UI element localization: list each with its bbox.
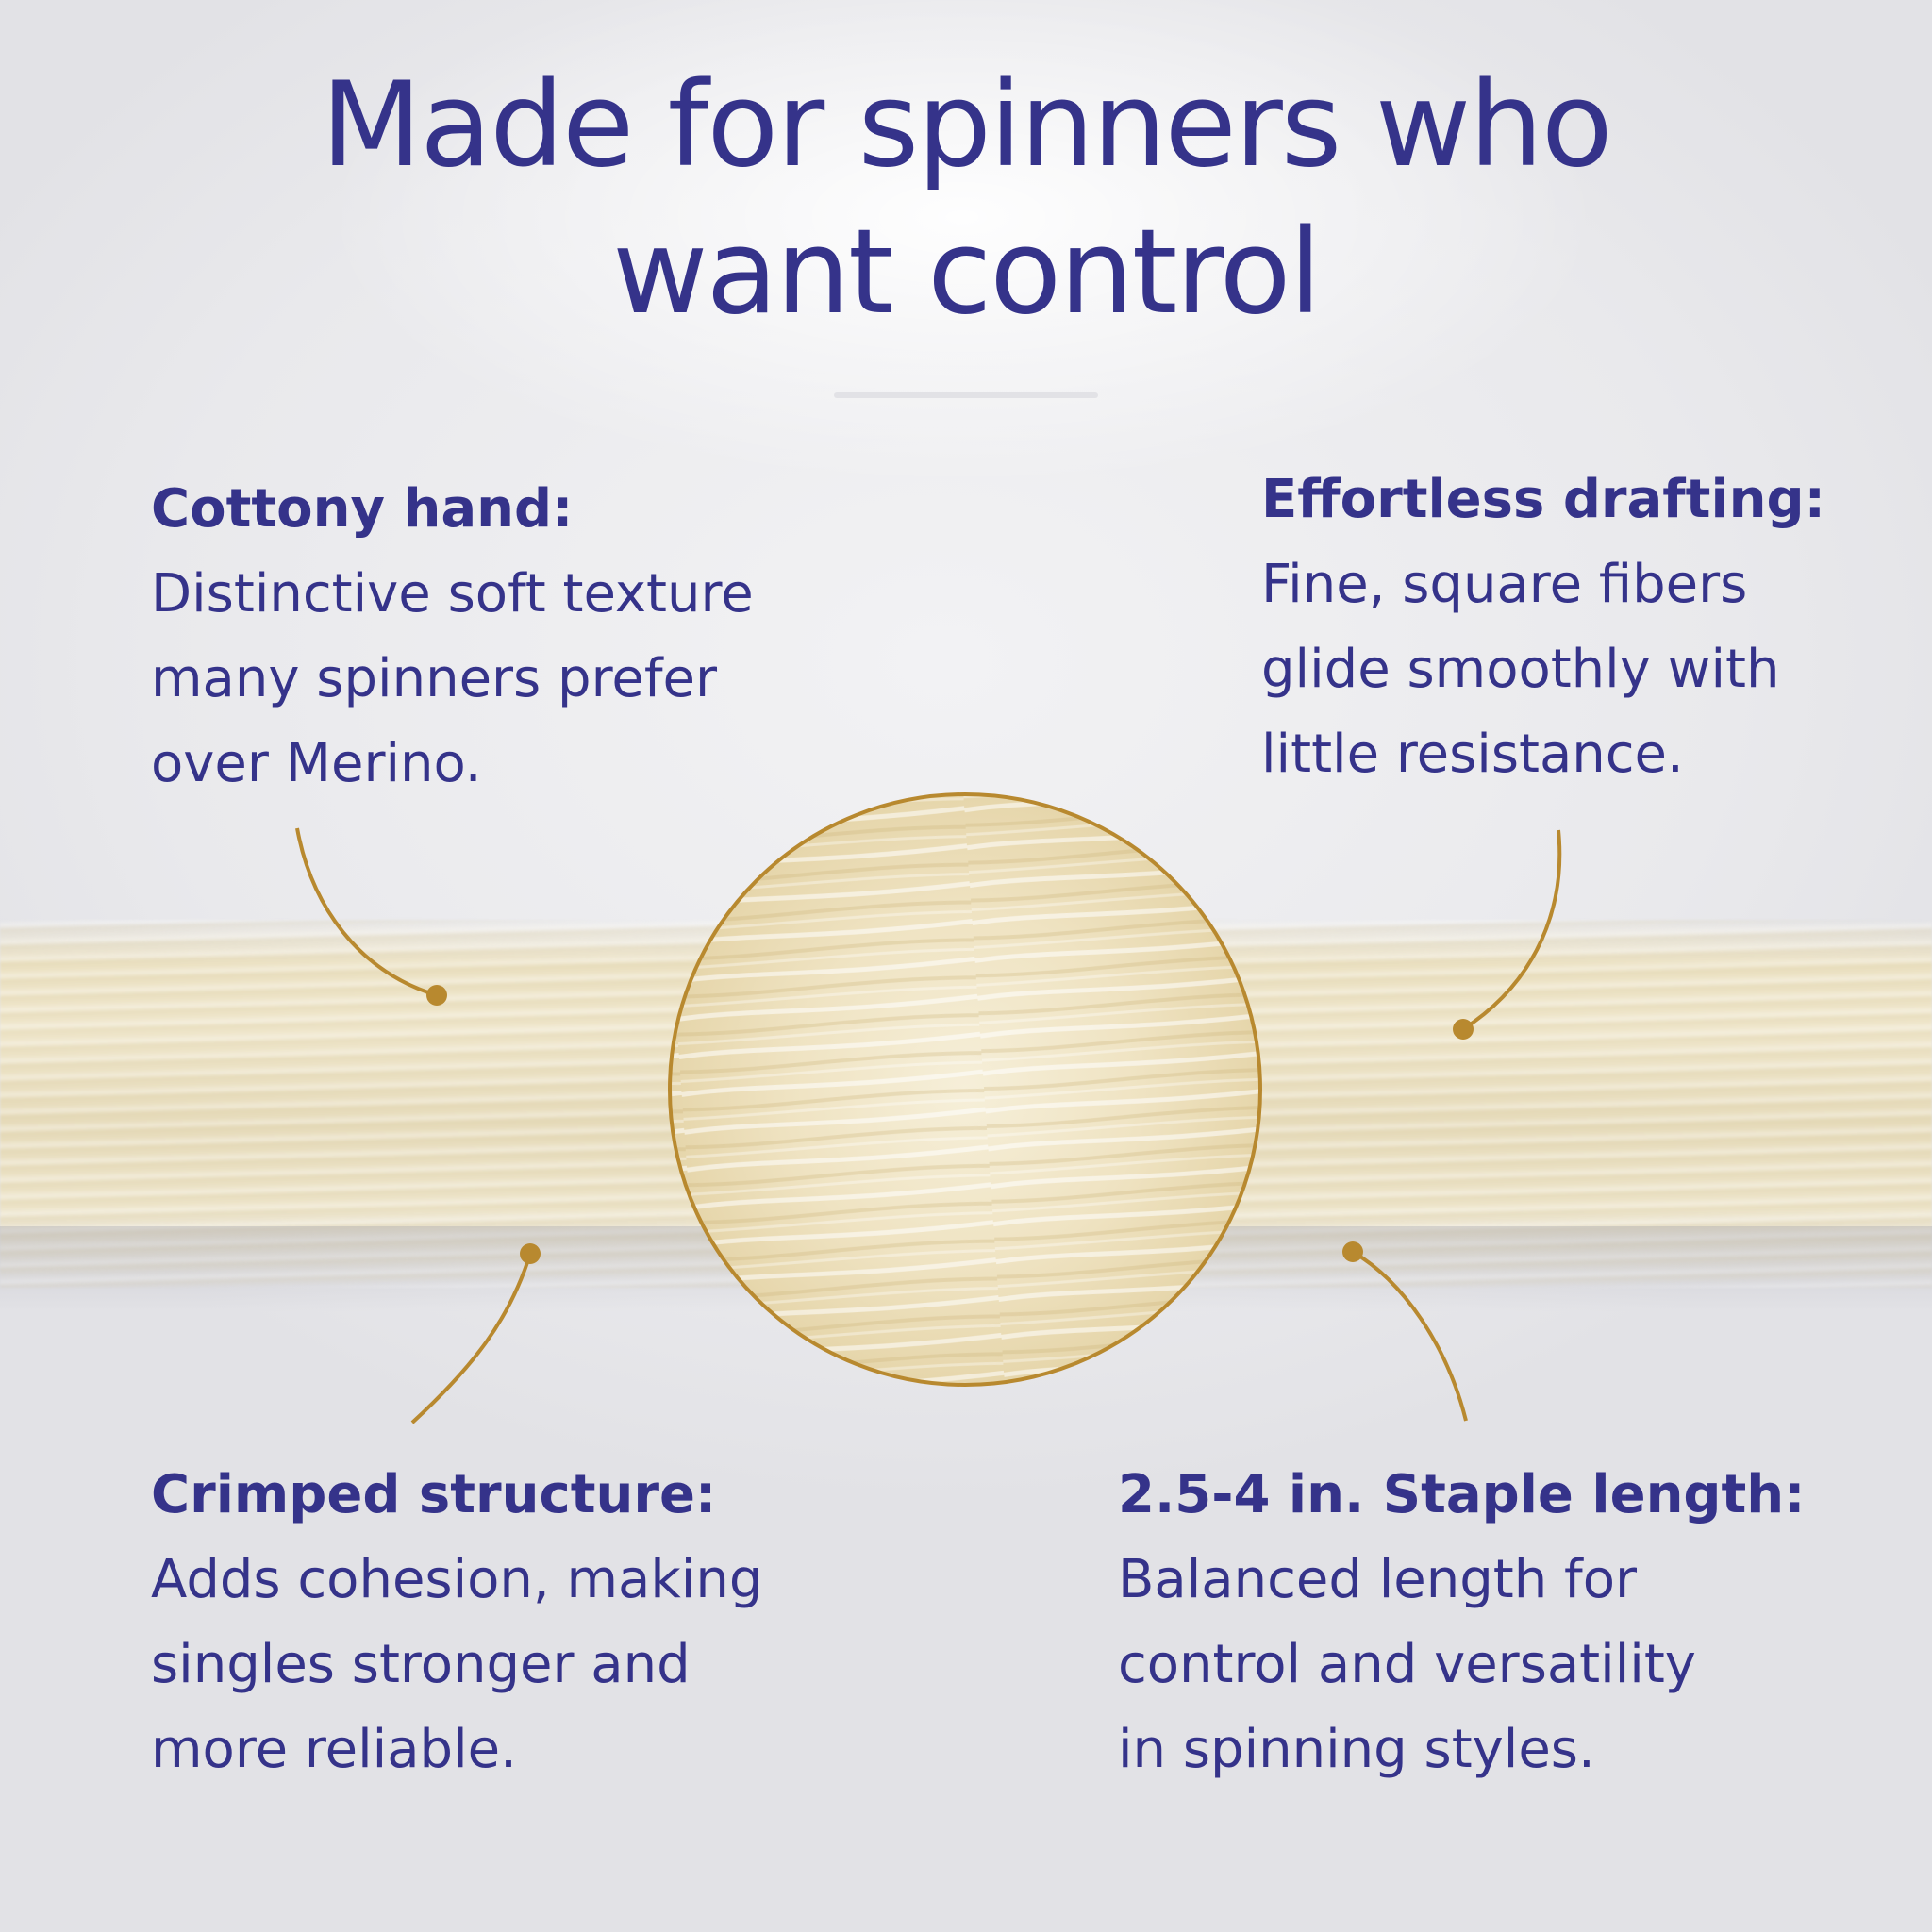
feature-text-line: many spinners prefer [151,648,718,709]
title-line-2: want control [612,205,1322,341]
callout-dot-bottom-right [1342,1241,1363,1262]
title-line-1: Made for spinners who [321,58,1612,193]
feature-heading: Cottony hand: [151,478,574,540]
page-title: Made for spinners who want control [0,52,1932,346]
feature-text-line: Adds cohesion, making [151,1549,763,1610]
feature-text-line: singles stronger and [151,1634,691,1695]
feature-text-line: in spinning styles. [1118,1719,1595,1780]
feature-text-line: Fine, square fibers [1261,554,1748,615]
callout-dot-top-right [1453,1019,1474,1040]
callout-dot-bottom-left [520,1243,541,1264]
feature-cottony-hand: Cottony hand: Distinctive soft texture m… [151,467,754,807]
feature-heading: 2.5-4 in. Staple length: [1118,1464,1806,1525]
feature-text-line: control and versatility [1118,1634,1696,1695]
feature-effortless-drafting: Effortless drafting: Fine, square fibers… [1261,458,1825,797]
feature-text-line: over Merino. [151,733,482,794]
feature-text-line: more reliable. [151,1719,517,1780]
feature-text-line: Distinctive soft texture [151,563,754,625]
feature-crimped-structure: Crimped structure: Adds cohesion, making… [151,1453,762,1792]
callout-dot-top-left [426,985,447,1006]
feature-staple-length: 2.5-4 in. Staple length: Balanced length… [1118,1453,1806,1792]
feature-text-line: glide smoothly with [1261,639,1780,700]
feature-heading: Crimped structure: [151,1464,717,1525]
fiber-closeup-circle [668,792,1262,1387]
feature-text-line: little resistance. [1261,724,1684,785]
callout-connector-top-left [295,827,438,997]
feature-text-line: Balanced length for [1118,1549,1637,1610]
callout-connector-bottom-right [1351,1250,1468,1422]
title-divider [834,392,1098,398]
feature-heading: Effortless drafting: [1261,469,1825,530]
callout-connector-bottom-left [410,1253,532,1424]
callout-connector-top-right [1461,829,1562,1031]
